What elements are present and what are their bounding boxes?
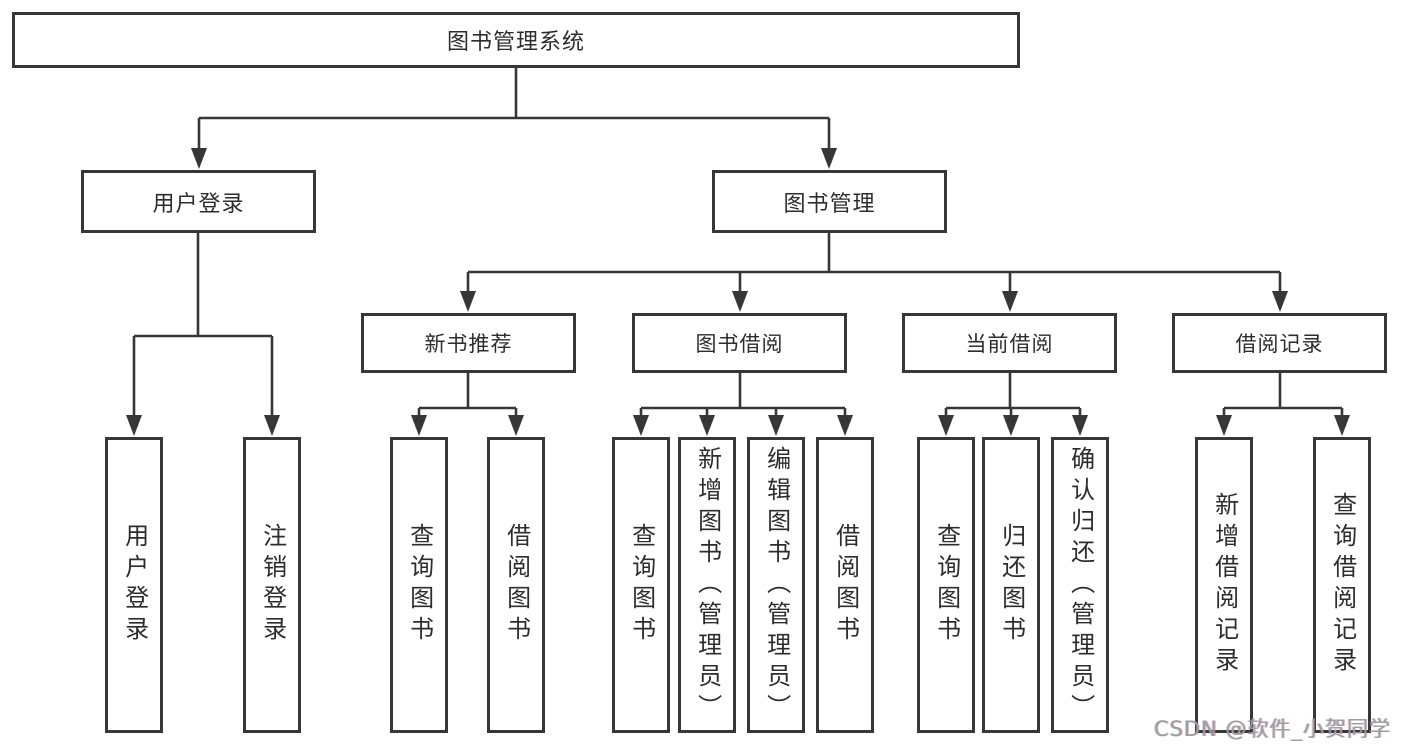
connector-bookborrow-to-leaves (639, 373, 847, 420)
arrowheads (126, 148, 1350, 436)
node-label: 注销登录 (258, 523, 287, 647)
node-new-book-recommend: 新书推荐 (361, 313, 576, 373)
node-label: 编辑图书（管理员） (762, 445, 791, 725)
arrow-down-icon (1272, 291, 1288, 312)
arrow-down-icon (1216, 415, 1232, 436)
arrow-down-icon (1003, 415, 1019, 436)
node-label: 用户登录 (152, 191, 245, 217)
node-leaf-query-books-recommend: 查询图书 (390, 437, 448, 733)
node-label: 归还图书 (997, 523, 1026, 647)
node-label: 图书管理 (783, 191, 876, 217)
arrow-down-icon (938, 415, 954, 436)
node-label: 图书管理系统 (446, 30, 585, 55)
node-leaf-borrow-books-recommend: 借阅图书 (487, 437, 545, 733)
arrow-down-icon (821, 148, 837, 169)
node-label: 用户登录 (120, 523, 149, 647)
arrow-down-icon (633, 415, 649, 436)
node-leaf-edit-book-admin: 编辑图书（管理员） (747, 437, 805, 733)
node-label: 新增图书（管理员） (693, 445, 722, 725)
arrow-down-icon (1334, 415, 1350, 436)
node-label: 当前借阅 (965, 332, 1054, 356)
arrow-down-icon (699, 415, 715, 436)
node-leaf-borrow-books: 借阅图书 (816, 437, 874, 733)
node-label: 查询图书 (405, 523, 434, 647)
arrow-down-icon (191, 148, 207, 169)
node-leaf-add-book-admin: 新增图书（管理员） (678, 437, 736, 733)
connector-userlogin-to-leaves (132, 233, 274, 420)
node-label: 查询借阅记录 (1328, 492, 1357, 678)
node-borrow-records: 借阅记录 (1172, 313, 1387, 373)
arrow-down-icon (768, 415, 784, 436)
arrow-down-icon (1002, 291, 1018, 312)
node-label: 图书借阅 (695, 332, 784, 356)
node-library-management-system: 图书管理系统 (12, 12, 1020, 68)
node-label: 查询图书 (627, 523, 656, 647)
node-leaf-confirm-return-admin: 确认归还（管理员） (1051, 437, 1109, 733)
node-label: 借阅图书 (502, 523, 531, 647)
node-book-borrow: 图书借阅 (632, 313, 847, 373)
arrow-down-icon (837, 415, 853, 436)
node-label: 新增借阅记录 (1210, 492, 1239, 678)
arrow-down-icon (264, 415, 280, 436)
connector-newbook-to-leaves (417, 373, 518, 420)
arrow-down-icon (1072, 415, 1088, 436)
connector-bookmgmt-to-level3 (466, 233, 1282, 297)
node-leaf-user-login: 用户登录 (105, 437, 163, 733)
node-book-management: 图书管理 (712, 170, 947, 233)
node-leaf-add-borrow-record: 新增借阅记录 (1195, 437, 1253, 733)
connector-root-to-level2 (197, 68, 831, 152)
arrow-down-icon (508, 415, 524, 436)
node-current-borrow: 当前借阅 (902, 313, 1117, 373)
node-user-login: 用户登录 (81, 170, 316, 233)
node-leaf-query-borrow-record: 查询借阅记录 (1313, 437, 1371, 733)
csdn-watermark: CSDN @软件_小贺同学 (1153, 717, 1391, 741)
connector-records-to-leaves (1222, 373, 1344, 420)
arrow-down-icon (126, 415, 142, 436)
node-label: 借阅记录 (1235, 332, 1324, 356)
node-label: 借阅图书 (831, 523, 860, 647)
node-leaf-query-books-borrow: 查询图书 (612, 437, 670, 733)
node-leaf-query-books-current: 查询图书 (917, 437, 975, 733)
arrow-down-icon (460, 291, 476, 312)
node-label: 查询图书 (932, 523, 961, 647)
arrow-down-icon (732, 291, 748, 312)
connector-currentborrow-to-leaves (944, 373, 1082, 420)
node-leaf-return-books: 归还图书 (982, 437, 1040, 733)
node-leaf-logout: 注销登录 (243, 437, 301, 733)
arrow-down-icon (411, 415, 427, 436)
node-label: 确认归还（管理员） (1066, 445, 1095, 725)
node-label: 新书推荐 (424, 332, 513, 356)
